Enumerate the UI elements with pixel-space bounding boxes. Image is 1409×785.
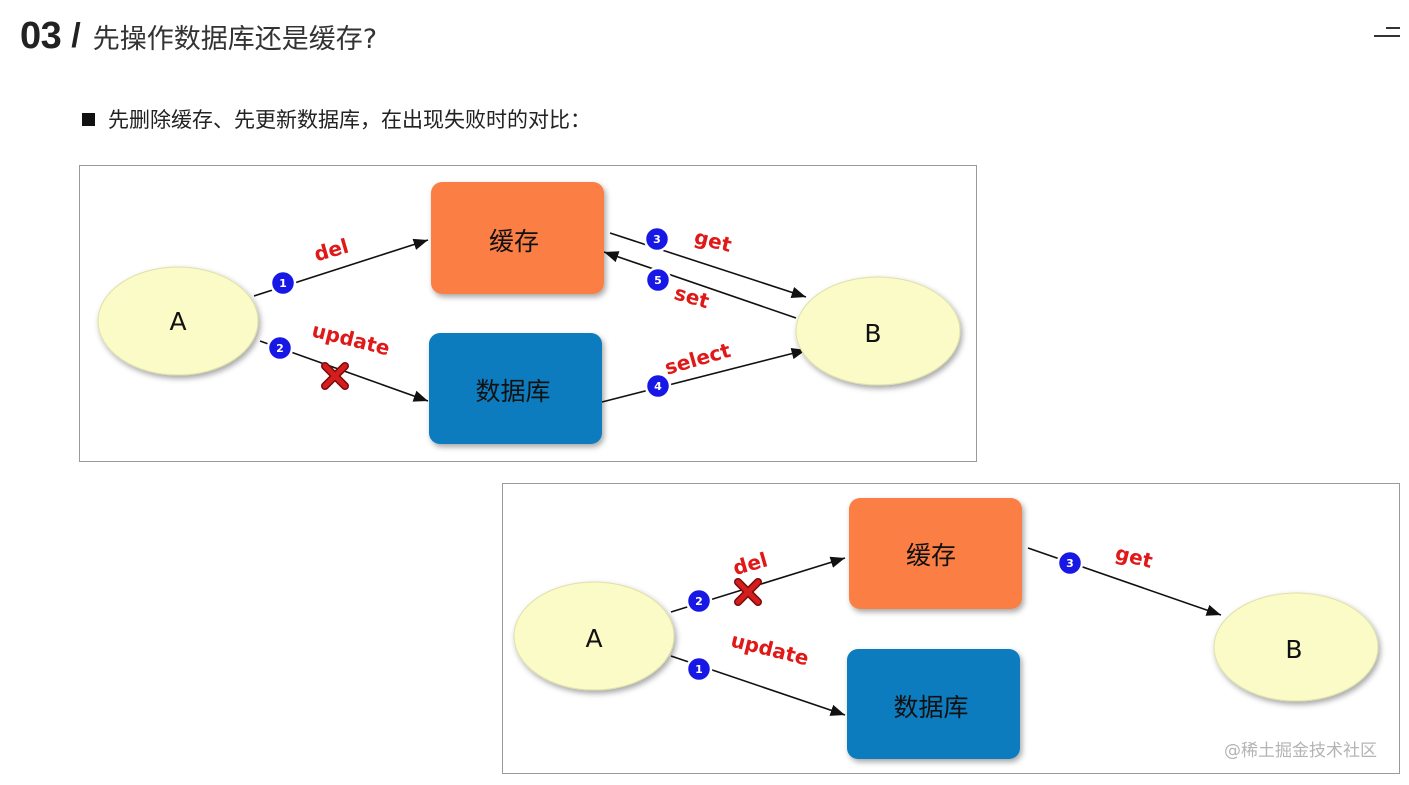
slide-header: 03 / 先操作数据库还是缓存? xyxy=(20,12,377,60)
diagram-delete-cache-first: A B 缓存 数据库 1 2 3 4 5 del update xyxy=(79,165,977,462)
svg-text:1: 1 xyxy=(695,663,703,676)
step-2-badge: 2 xyxy=(266,334,294,362)
label-set: set xyxy=(672,281,713,314)
step-1-badge: 1 xyxy=(269,269,297,297)
label-get: get xyxy=(692,225,735,257)
arrow-b-to-cache xyxy=(603,251,797,319)
svg-text:3: 3 xyxy=(653,233,661,246)
svg-text:3: 3 xyxy=(1066,557,1074,570)
step-4-badge: 4 xyxy=(644,372,672,400)
svg-text:4: 4 xyxy=(654,380,662,393)
node-a-label: A xyxy=(585,624,602,653)
cache-label: 缓存 xyxy=(906,541,956,570)
node-a-label: A xyxy=(169,307,186,336)
label-update: update xyxy=(728,628,811,671)
red-x-icon xyxy=(734,578,762,606)
label-del: del xyxy=(311,234,351,267)
svg-text:5: 5 xyxy=(654,274,662,287)
section-number: 03 xyxy=(20,14,62,57)
node-b-label: B xyxy=(864,319,881,348)
diagram-1-canvas: A B 缓存 数据库 1 2 3 4 5 del update xyxy=(97,182,961,444)
cache-node xyxy=(431,182,604,294)
svg-text:1: 1 xyxy=(279,277,287,290)
database-label: 数据库 xyxy=(475,377,550,406)
step-3-badge: 3 xyxy=(1056,549,1084,577)
section-slash: / xyxy=(71,16,81,55)
database-node xyxy=(429,333,602,444)
page-title: 先操作数据库还是缓存? xyxy=(92,23,378,55)
diagram-2-canvas: A B 缓存 数据库 2 1 3 del update get xyxy=(513,498,1379,759)
node-a-ellipse xyxy=(97,266,259,376)
menu-icon[interactable] xyxy=(1370,22,1400,42)
label-del: del xyxy=(730,547,770,580)
node-b-label: B xyxy=(1285,635,1302,664)
step-3-badge: 3 xyxy=(643,225,671,253)
label-get: get xyxy=(1113,541,1156,573)
step-2-badge: 2 xyxy=(685,587,713,615)
diagram-update-db-first: A B 缓存 数据库 2 1 3 del update get xyxy=(502,483,1400,774)
bullet-square-icon xyxy=(82,112,95,126)
red-x-icon xyxy=(321,362,349,390)
label-select: select xyxy=(662,338,734,380)
step-1-badge: 1 xyxy=(685,655,713,683)
node-a-ellipse xyxy=(513,581,675,691)
bullet-text: 先删除缓存、先更新数据库，在出现失败时的对比： xyxy=(108,108,591,132)
arrow-cache-to-b xyxy=(609,232,807,299)
label-update: update xyxy=(309,318,392,361)
svg-text:2: 2 xyxy=(276,342,284,355)
step-5-badge: 5 xyxy=(644,266,672,294)
database-node xyxy=(847,649,1020,759)
watermark: @稀土掘金技术社区 xyxy=(1224,741,1377,761)
node-b-ellipse xyxy=(1213,592,1379,702)
svg-text:2: 2 xyxy=(695,595,703,608)
node-b-ellipse xyxy=(795,276,961,386)
arrow-database-to-b xyxy=(601,347,807,403)
bullet-point: 先删除缓存、先更新数据库，在出现失败时的对比： xyxy=(82,104,591,134)
cache-node xyxy=(849,498,1022,609)
database-label: 数据库 xyxy=(893,693,968,722)
cache-label: 缓存 xyxy=(489,227,539,256)
